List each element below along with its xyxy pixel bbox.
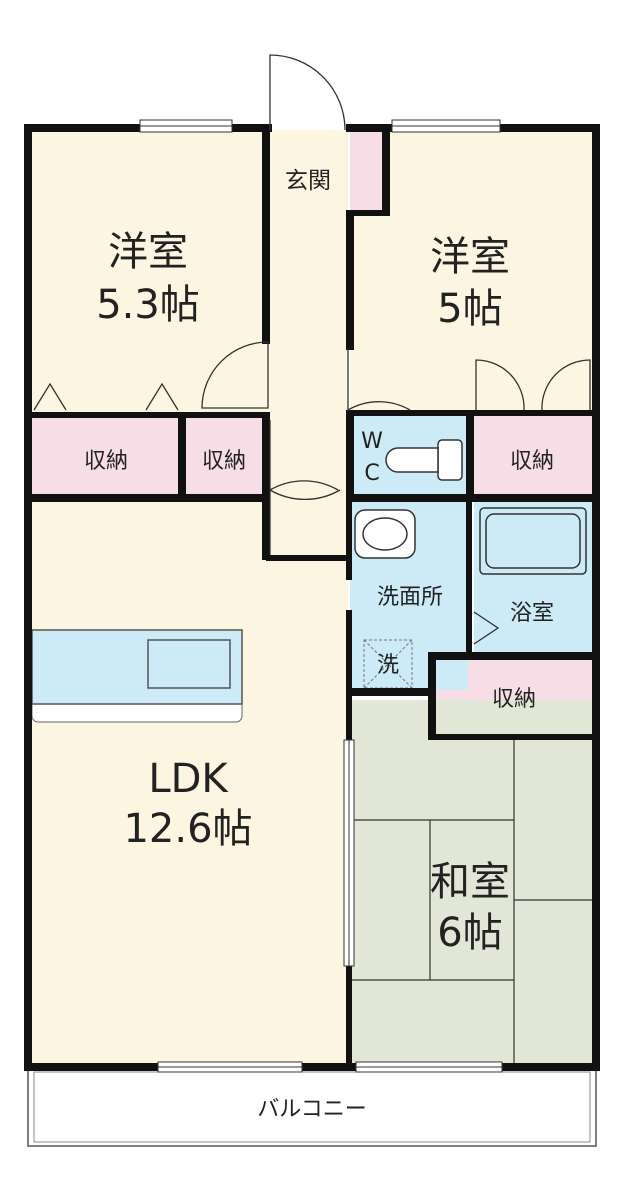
storage-right-label: 収納	[510, 449, 554, 474]
toilet	[385, 439, 463, 481]
western-left-name: 洋室	[108, 229, 188, 275]
room-western-right	[350, 130, 594, 415]
balcony	[27, 1067, 597, 1147]
tatami-lines	[350, 738, 594, 1065]
balcony-label: バルコニー	[257, 1097, 367, 1122]
bath-label: 浴室	[510, 601, 554, 626]
room-ldk	[30, 500, 348, 1065]
room-western-left	[30, 130, 266, 415]
western-left-size: 5.3帖	[96, 282, 200, 328]
entrance-step	[350, 130, 386, 214]
storage-left-label: 収納	[84, 449, 128, 474]
storage-bottom-label: 収納	[492, 687, 536, 712]
doors	[33, 54, 591, 645]
ldk-name: LDK	[148, 756, 229, 802]
walls	[24, 124, 600, 1071]
japanese-name: 和室	[430, 859, 510, 905]
room-japanese	[350, 700, 594, 1065]
western-right-name: 洋室	[430, 234, 510, 280]
washer-label: 洗	[377, 653, 399, 678]
windows	[139, 119, 503, 1073]
kitchen-counter	[31, 629, 243, 723]
washroom-label: 洗面所	[377, 585, 443, 610]
western-right-size: 5帖	[437, 286, 502, 332]
storage-mid	[186, 415, 266, 498]
room-entrance	[266, 130, 348, 210]
storage-right	[474, 415, 594, 498]
ldk-size: 12.6帖	[123, 806, 252, 852]
bathtub	[479, 507, 587, 575]
japanese-size: 6帖	[437, 910, 502, 956]
storage-mid-label: 収納	[202, 449, 246, 474]
wash-basin	[354, 509, 416, 559]
storage-left	[30, 415, 182, 498]
wc-label-c: C	[364, 461, 379, 486]
entrance-label: 玄関	[285, 168, 331, 194]
wc-label-w: W	[361, 429, 383, 454]
